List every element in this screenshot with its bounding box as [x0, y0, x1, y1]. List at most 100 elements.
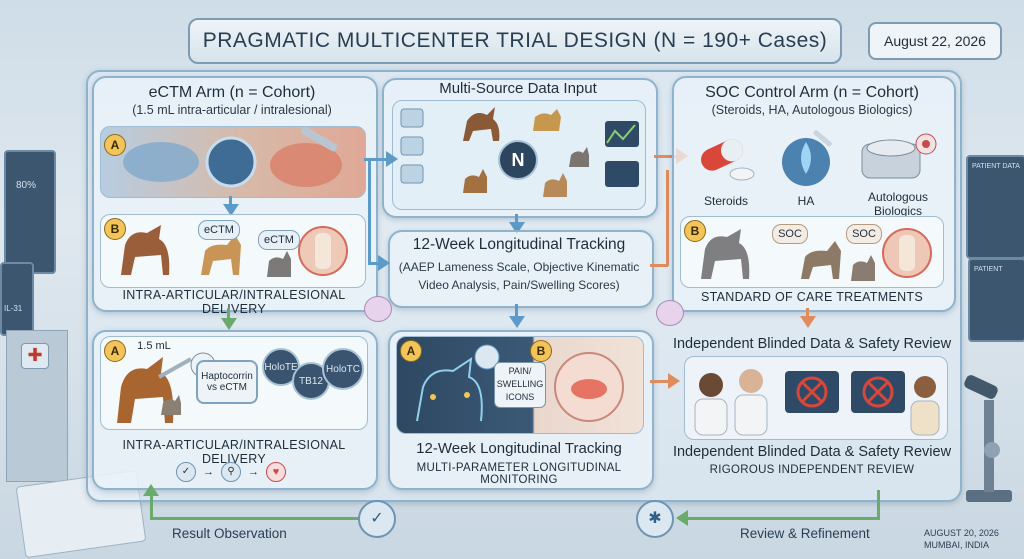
left-wall-monitor: 80% [4, 150, 56, 274]
bottom-center-sub: MULTI-PARAMETER LONGITUDINAL MONITORING [416, 462, 622, 486]
tracking-sub-2: Video Analysis, Pain/Swelling Scores) [418, 278, 620, 292]
bottom-right-title: Independent Blinded Data & Safety Review [672, 444, 952, 460]
n-center-node: N [498, 140, 538, 180]
medical-cabinet: ✚ [6, 330, 68, 482]
footer-loop-line-right [688, 517, 880, 520]
top-date: August 22, 2026 [868, 22, 1002, 60]
bottom-center-title: 12-Week Longitudinal Tracking [416, 440, 622, 457]
badge-b-center: B [530, 340, 552, 362]
pain-tag-line1: PAIN/ [508, 366, 532, 376]
tracking-panel [388, 230, 654, 308]
page-title: PRAGMATIC MULTICENTER TRIAL DESIGN (N = … [188, 18, 842, 64]
badge-b-right: B [684, 220, 706, 242]
vial-icon: ⚲ [221, 462, 241, 482]
tracking-to-right-line [650, 264, 668, 267]
brain-icon-right [656, 300, 684, 326]
soc-arm-title: SOC Control Arm (n = Cohort) [705, 84, 919, 101]
medical-cross-icon: ✚ [21, 343, 49, 369]
bottom-orange-line [650, 380, 670, 383]
ectm-delivery-label: INTRA-ARTICULAR/INTRALESIONAL DELIVERY [122, 288, 346, 316]
review-refinement-label: Review & Refinement [740, 526, 870, 541]
data-sources-icon [400, 107, 639, 197]
footer-left-arrow-icon [676, 510, 688, 526]
left-tracking-connector-h [368, 262, 380, 265]
right-wall-monitor-2: PATIENT [968, 258, 1024, 342]
autologous-label-2: Biologics [873, 204, 923, 218]
footer-place: MUMBAI, INDIA [924, 540, 990, 550]
soc-animals-icon [701, 228, 932, 281]
pain-tag-line3: ICONS [505, 392, 535, 402]
right-monitor2-title: PATIENT [974, 266, 1003, 273]
brain-icon-left [364, 296, 392, 322]
bottom-center-arrow-icon [509, 316, 525, 328]
right-arrow-icon [386, 151, 398, 167]
dose-label: 1.5 mL [137, 340, 171, 352]
left-to-center-line [364, 158, 388, 161]
node-holotc: HoloTC [322, 348, 364, 390]
joint-illustration-icon [123, 126, 342, 188]
pain-tag-line2: SWELLING [496, 379, 544, 389]
down-arrow-icon [223, 204, 239, 216]
shield-icon: ✓ [176, 462, 196, 482]
horse-dog-cat-icon [121, 225, 348, 277]
left-wall-monitor-2: IL-31 [0, 262, 34, 336]
ha-label: HA [797, 194, 815, 208]
badge-a-left: A [104, 134, 126, 156]
joint-injection-image [100, 126, 366, 198]
tracking-title: 12-Week Longitudinal Tracking [412, 236, 626, 253]
bottom-left-delivery-label: INTRA-ARTICULAR/INTRALESIONAL DELIVERY [122, 438, 346, 466]
orange-down-arrow-icon [800, 316, 816, 328]
ectm-arm-title: eCTM Arm (n = Cohort) [148, 84, 316, 101]
tracking-to-right-vline [666, 170, 669, 266]
green-shaft [227, 308, 230, 320]
steroid-pill-icon [694, 134, 758, 184]
center-to-right-line [654, 155, 678, 158]
footer-date: AUGUST 20, 2026 [924, 528, 999, 538]
soc-review-shaft [806, 308, 809, 318]
footer-loop-line-left [150, 517, 360, 520]
node-tb12: TB12 [292, 362, 330, 400]
soc-animals-card [680, 216, 944, 288]
arrow-icon: → [203, 466, 214, 478]
review-heading: Independent Blinded Data & Safety Review [672, 336, 952, 352]
footer-up-arrow-icon [143, 484, 159, 496]
right-wall-monitor: PATIENT DATA [966, 155, 1024, 259]
badge-b-left: B [104, 218, 126, 240]
badge-a-bottom: A [104, 340, 126, 362]
ectm-arm-subtitle: (1.5 mL intra-articular / intralesional) [132, 103, 332, 117]
bottom-center-shaft [515, 304, 518, 318]
arrow-icon-2: → [248, 466, 259, 478]
reviewers-icon [694, 369, 940, 436]
arrow-shaft [229, 196, 232, 206]
soc-arm-subtitle: (Steroids, HA, Autologous Biologics) [711, 103, 913, 117]
node-haptocorrin: Haptocorrin vs eCTM [196, 360, 258, 404]
footer-network-icon: ✱ [636, 500, 674, 538]
data-input-title: Multi-Source Data Input [439, 80, 597, 97]
wall-monitor-percent: 80% [16, 180, 37, 191]
ectm-tag-1: eCTM [198, 220, 240, 240]
footer-loop-left-up [150, 492, 153, 520]
tracking-sub-1: (AAEP Lameness Scale, Objective Kinemati… [398, 260, 640, 274]
pain-swelling-tag: PAIN/ SWELLING ICONS [494, 362, 546, 408]
bottom-orange-arrow-icon [668, 373, 680, 389]
footer-shield-icon: ✓ [358, 500, 396, 538]
bottom-right-sub: RIGOROUS INDEPENDENT REVIEW [709, 464, 915, 476]
badge-a-center: A [400, 340, 422, 362]
soc-tag-1: SOC [772, 224, 808, 244]
soc-tag-2: SOC [846, 224, 882, 244]
ectm-tag-2: eCTM [258, 230, 300, 250]
heart-icon: ♥ [266, 462, 286, 482]
soc-treatments-label: STANDARD OF CARE TREATMENTS [700, 290, 923, 304]
green-down-arrow-icon [221, 318, 237, 330]
autologous-label-1: Autologous [867, 190, 929, 204]
kinematic-horse-icon [416, 344, 624, 422]
shield-vial-heart-icons: ✓ → ⚲ → ♥ [176, 462, 286, 482]
centrifuge-icon [858, 130, 938, 184]
footer-loop-right-down [877, 490, 880, 520]
center-arrow-shaft [515, 214, 518, 224]
steroids-label: Steroids [703, 194, 749, 208]
tracking-arrow-icon [378, 255, 390, 271]
right-monitor-title: PATIENT DATA [972, 163, 1020, 170]
wall-monitor-code: IL-31 [4, 304, 23, 313]
left-tracking-connector [368, 160, 371, 264]
